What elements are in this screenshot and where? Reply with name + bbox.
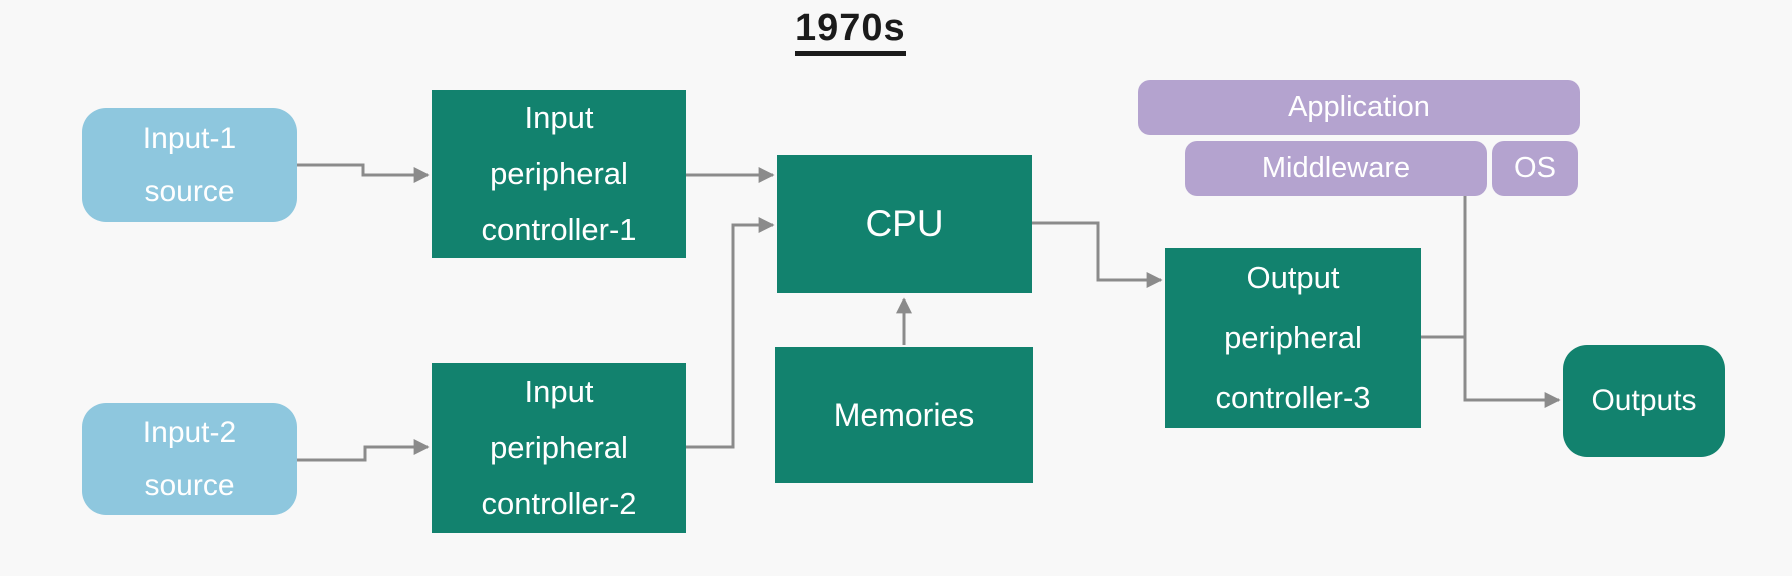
node-input2-source: Input-2 source <box>82 403 297 515</box>
node-label-line: CPU <box>865 203 944 244</box>
node-os-layer: OS <box>1492 141 1578 196</box>
node-cpu: CPU <box>777 155 1032 293</box>
connector-middleware-to-outputs <box>1463 196 1561 408</box>
node-output-peripheral-controller-3: Output peripheral controller-3 <box>1165 248 1421 428</box>
node-label-line: source <box>144 175 235 208</box>
node-label-line: controller-1 <box>481 212 637 247</box>
page-title: 1970s <box>795 7 906 56</box>
node-label-line: Middleware <box>1261 152 1411 184</box>
connector-controller2-to-cpu <box>686 217 775 449</box>
node-label-line: Input-1 <box>142 122 237 155</box>
connector-input1-to-controller1 <box>297 163 430 183</box>
node-label-line: OS <box>1514 152 1556 184</box>
node-label-line: source <box>144 469 235 502</box>
node-memories: Memories <box>775 347 1033 483</box>
node-label-line: peripheral <box>1224 320 1362 355</box>
node-label-line: Input <box>524 100 594 135</box>
node-input1-source: Input-1 source <box>82 108 297 222</box>
node-label-line: Outputs <box>1591 384 1697 417</box>
node-outputs: Outputs <box>1563 345 1725 457</box>
node-label-line: controller-2 <box>481 486 637 521</box>
node-label-line: Application <box>1288 91 1430 123</box>
node-label-line: Input <box>524 374 594 409</box>
node-label-line: Memories <box>833 396 975 433</box>
node-label-line: controller-3 <box>1215 380 1371 415</box>
node-application-layer: Application <box>1138 80 1580 135</box>
node-label-line: peripheral <box>490 156 628 191</box>
node-middleware-layer: Middleware <box>1185 141 1487 196</box>
node-label-line: peripheral <box>490 430 628 465</box>
node-input-peripheral-controller-2: Input peripheral controller-2 <box>432 363 686 533</box>
connector-input2-to-controller2 <box>297 439 430 462</box>
node-label-line: Input-2 <box>142 416 237 449</box>
node-input-peripheral-controller-1: Input peripheral controller-1 <box>432 90 686 258</box>
connector-cpu-to-controller3 <box>1032 221 1163 288</box>
node-label-line: Output <box>1246 260 1340 295</box>
